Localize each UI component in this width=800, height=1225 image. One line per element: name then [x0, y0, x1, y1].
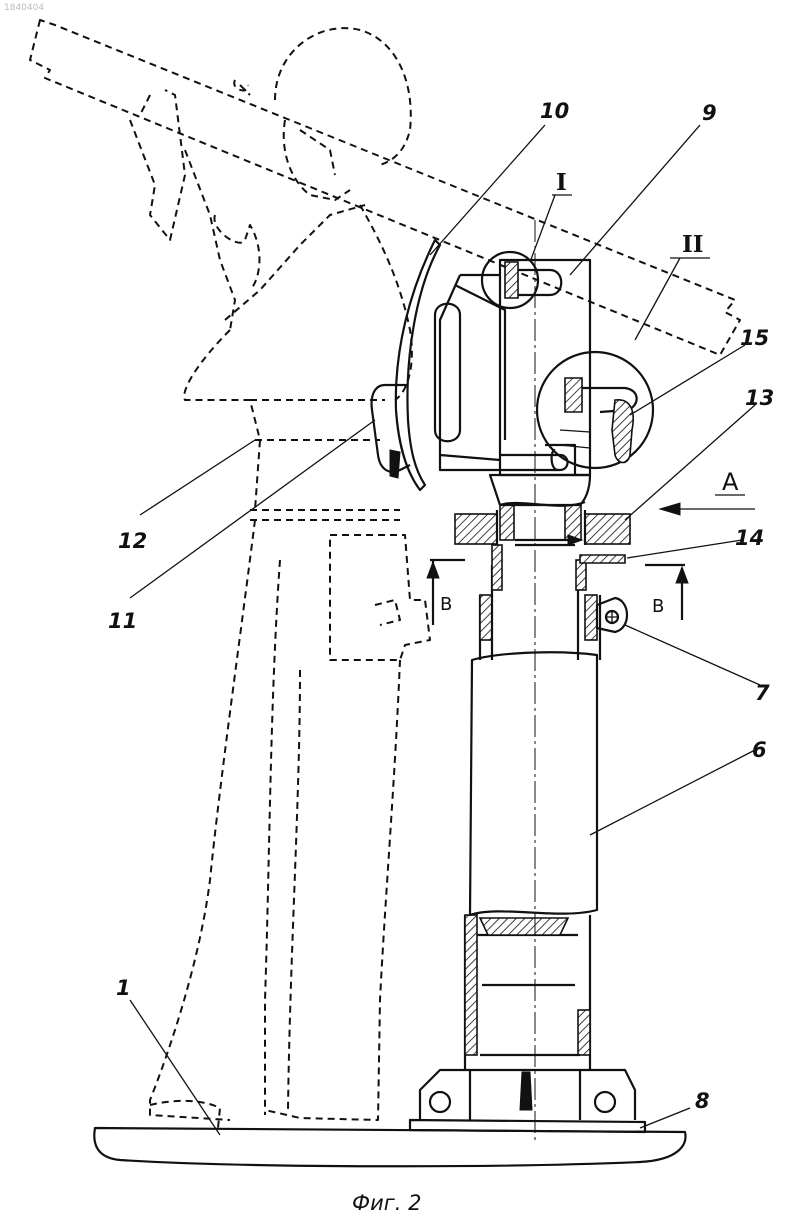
label-1: 1 [116, 976, 131, 1000]
leader-lines [130, 125, 760, 1135]
label-15: 15 [740, 326, 769, 350]
detail-circle-2 [537, 352, 653, 468]
label-section-right: B [652, 596, 664, 617]
label-view-a: A [722, 468, 739, 496]
head-block [372, 240, 590, 505]
label-6: 6 [752, 738, 767, 762]
label-9: 9 [702, 101, 717, 125]
label-8: 8 [695, 1089, 710, 1113]
mount-flange [410, 1070, 645, 1132]
view-arrow-a [660, 495, 755, 515]
label-12: 12 [118, 529, 147, 553]
label-10: 10 [540, 99, 569, 123]
label-14: 14 [735, 526, 764, 550]
figure-caption: Фиг. 2 [352, 1191, 421, 1215]
label-section-left: B [440, 594, 452, 615]
section-markers [427, 560, 688, 625]
label-11: 11 [108, 609, 137, 633]
label-detail-1: I [556, 169, 567, 196]
document-id: 1840404 [4, 3, 44, 13]
label-detail-2: II [682, 231, 704, 258]
operator-silhouette [30, 20, 740, 1128]
collar [455, 502, 630, 563]
base-plate [94, 1128, 685, 1166]
telescopic-column [465, 220, 627, 1140]
label-7: 7 [755, 681, 770, 705]
label-13: 13 [745, 386, 774, 410]
